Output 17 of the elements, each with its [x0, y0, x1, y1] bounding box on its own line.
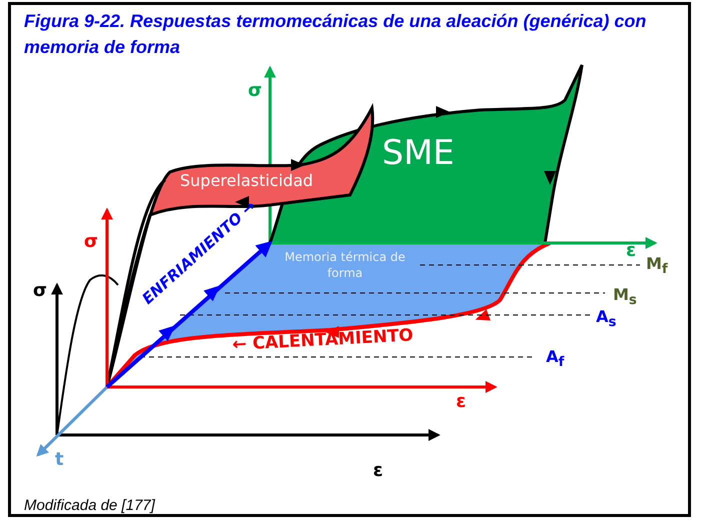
temperature-label: M$_{f}$	[646, 256, 668, 277]
temperature-label: A$_{f}$	[546, 349, 564, 370]
axis-label: σ	[33, 282, 48, 300]
region-label: SME	[382, 136, 454, 170]
region-label: Memoria térmica de forma	[284, 250, 406, 282]
axis-label: t	[55, 451, 64, 469]
axis-label: ε	[626, 242, 636, 260]
axis-label: σ	[84, 233, 98, 251]
temperature-label: A$_{s}$	[596, 309, 616, 330]
temperature-label: M$_{s}$	[613, 287, 637, 308]
figure-caption: Modificada de [177]	[24, 497, 155, 514]
region-label: Superelasticidad	[180, 173, 314, 189]
axis-label: σ	[248, 82, 262, 100]
axis-label: ε	[373, 462, 384, 480]
axis-label: ε	[456, 393, 466, 411]
figure-title: Figura 9-22. Respuestas termomecánicas de una aleación (genérica) con memoria de forma	[24, 10, 648, 59]
process-label: ← CALENTAMIENTO	[232, 328, 414, 354]
